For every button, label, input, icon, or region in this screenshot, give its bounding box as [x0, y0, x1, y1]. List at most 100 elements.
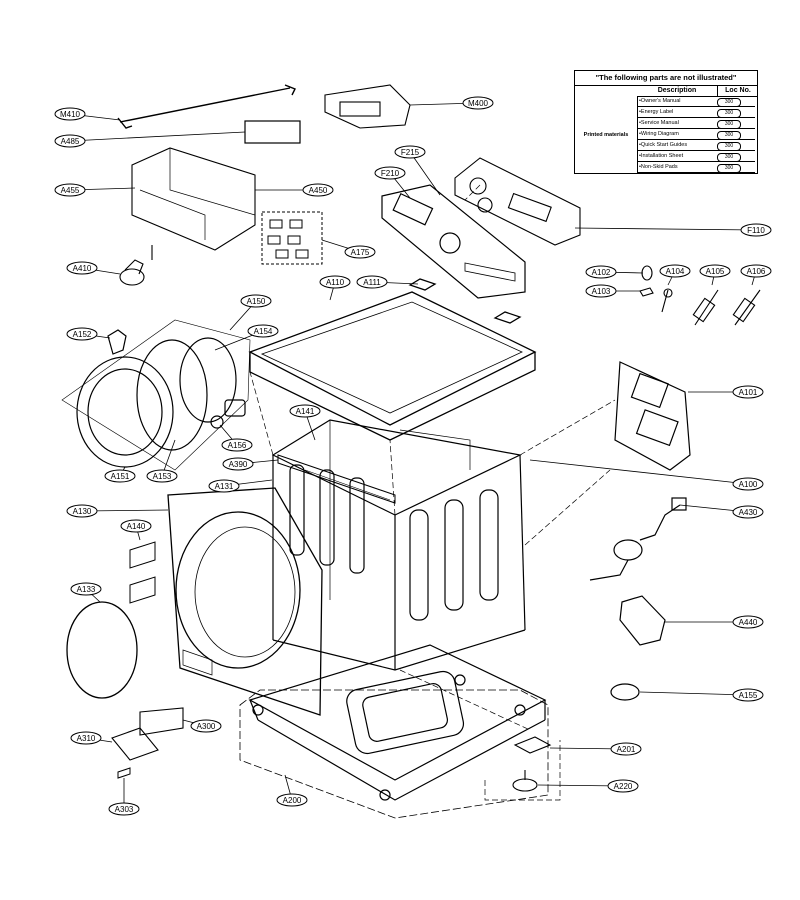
row-loc-number: 300 [717, 119, 741, 129]
callout-a110: A110 [319, 275, 351, 289]
callout-a430: A430 [732, 505, 764, 519]
callout-label: A110 [326, 278, 345, 287]
callout-bubble [462, 96, 494, 110]
callout-label: M400 [468, 99, 489, 108]
callout-label: A430 [739, 508, 758, 517]
parts-not-illustrated-table: "The following parts are not illustrated… [574, 70, 758, 174]
callout-label: A220 [614, 782, 633, 791]
callout-a153: A153 [146, 469, 178, 483]
callout-label: A131 [215, 482, 234, 491]
cabinet-body [271, 419, 526, 671]
callout-bubble [607, 779, 639, 793]
component-a485 [244, 120, 301, 144]
leveling-foot [512, 736, 552, 792]
callout-label: A130 [73, 507, 92, 516]
callout-label: A455 [61, 186, 80, 195]
callout-label: A106 [747, 267, 766, 276]
callout-label: A100 [739, 480, 758, 489]
callout-label: A410 [73, 264, 92, 273]
callout-label: A303 [115, 805, 134, 814]
callout-label: A104 [666, 267, 685, 276]
callout-bubble [54, 134, 86, 148]
callout-f110: F110 [740, 223, 772, 237]
callout-bubble [699, 264, 731, 278]
row-description: •Quick Start Guides [639, 142, 688, 148]
callout-label: F215 [401, 148, 420, 157]
callout-bubble [104, 469, 136, 483]
callout-a152: A152 [66, 327, 98, 341]
callout-label: F110 [747, 226, 765, 235]
callout-bubble [732, 688, 764, 702]
callout-bubble [740, 264, 772, 278]
callout-bubble [289, 404, 321, 418]
callout-m400: M400 [462, 96, 494, 110]
callout-f215: F215 [394, 145, 426, 159]
callout-f210: F210 [374, 166, 406, 180]
dispenser-unit [324, 84, 411, 129]
callout-bubble [319, 275, 351, 289]
leader-line [69, 131, 246, 142]
callout-a220: A220 [607, 779, 639, 793]
hinge-set [129, 541, 156, 604]
callout-a200: A200 [276, 793, 308, 807]
callout-a100: A100 [732, 477, 764, 491]
callout-label: M410 [60, 110, 81, 119]
callout-bubble [66, 504, 98, 518]
callout-bubble [247, 324, 279, 338]
clip-set [261, 211, 323, 265]
callout-a300: A300 [190, 719, 222, 733]
column-header-loc: Loc No. [717, 85, 758, 97]
callout-bubble [54, 107, 86, 121]
group-label: Printed materials [575, 96, 638, 173]
callout-bubble [344, 245, 376, 259]
base-region-outline [239, 689, 549, 819]
callout-a131: A131 [208, 479, 240, 493]
callout-bubble [276, 793, 308, 807]
callout-a140: A140 [120, 519, 152, 533]
callout-a440: A440 [732, 615, 764, 629]
leader-line [639, 691, 749, 696]
callout-a103: A103 [585, 284, 617, 298]
filter-cover [111, 707, 184, 761]
callout-a105: A105 [699, 264, 731, 278]
callout-a410: A410 [66, 261, 98, 275]
leader-line [529, 459, 749, 485]
front-panel [167, 487, 323, 716]
leader-line [574, 227, 757, 231]
callout-a154: A154 [247, 324, 279, 338]
callout-a111: A111 [356, 275, 388, 289]
callout-label: A151 [111, 472, 130, 481]
callout-label: A300 [197, 722, 216, 731]
pressure-sensor [119, 245, 153, 286]
door-gasket-ring [66, 601, 138, 699]
callout-a106: A106 [740, 264, 772, 278]
callout-label: A133 [77, 585, 96, 594]
cabinet-base [248, 644, 547, 801]
callout-a155: A155 [732, 688, 764, 702]
callout-bubble [146, 469, 178, 483]
callout-label: A153 [153, 472, 172, 481]
wiring-bar [117, 84, 296, 129]
callout-a141: A141 [289, 404, 321, 418]
callout-bubble [66, 261, 98, 275]
callout-label: F210 [381, 169, 400, 178]
callout-label: A103 [592, 287, 611, 296]
control-drawer [381, 184, 526, 299]
callout-label: A141 [296, 407, 315, 416]
callout-label: A485 [61, 137, 80, 146]
callout-label: A440 [739, 618, 758, 627]
control-board [454, 157, 581, 246]
callout-bubble [394, 145, 426, 159]
callout-label: A101 [739, 388, 758, 397]
row-loc-number: 300 [717, 163, 741, 173]
door-assembly [61, 319, 251, 471]
callout-label: A155 [739, 691, 758, 700]
callout-a390: A390 [222, 457, 254, 471]
row-description: •Wiring Diagram [639, 131, 679, 137]
electronics-box [131, 147, 256, 251]
callout-label: A102 [592, 268, 611, 277]
callout-bubble [740, 223, 772, 237]
